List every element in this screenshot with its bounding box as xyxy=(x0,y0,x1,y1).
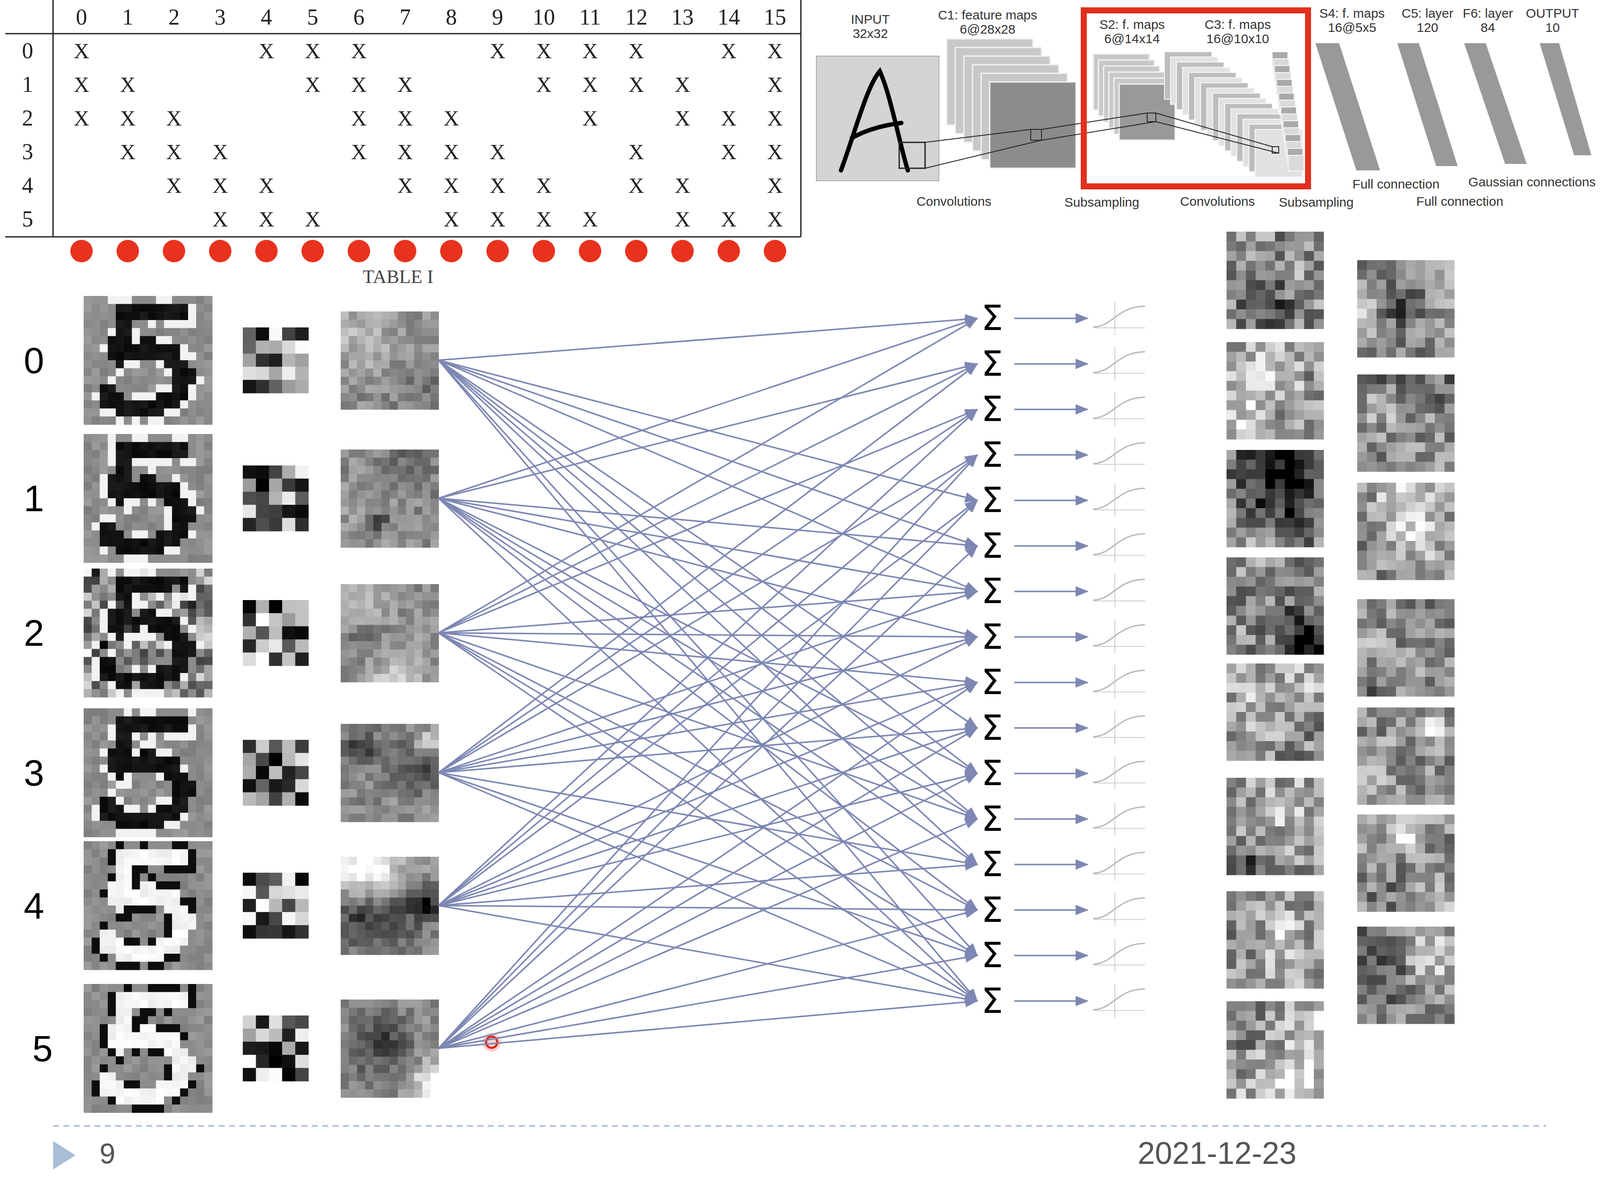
slide: 012345ΣΣΣΣΣΣΣΣΣΣΣΣΣΣΣΣ 01234567891011121… xyxy=(0,0,1600,1182)
